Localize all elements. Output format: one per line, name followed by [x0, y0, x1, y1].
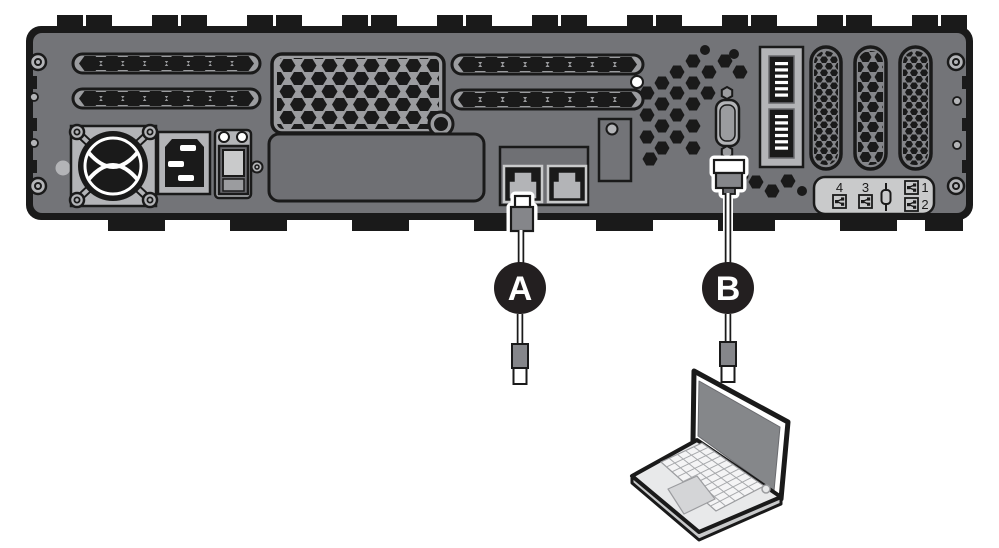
lan-port-icon — [858, 194, 873, 209]
fan-screws — [68, 123, 159, 209]
io-port-2 — [768, 108, 795, 159]
fan-assembly — [68, 123, 159, 209]
label-1: 1 — [921, 180, 928, 195]
callout-badge-a: A — [494, 262, 546, 314]
callout-a-label: A — [508, 270, 533, 308]
vent-slot — [71, 87, 262, 110]
slot-cover-2 — [853, 45, 888, 171]
slot-cover-3 — [898, 45, 933, 171]
chassis-screws — [28, 52, 966, 196]
power-switch — [213, 128, 264, 200]
label-3: 3 — [862, 180, 869, 195]
blank-panel — [267, 132, 486, 203]
serial-connector-b — [712, 158, 746, 195]
cable-b-end — [719, 314, 737, 383]
rj45-jack-icon — [552, 171, 582, 200]
lan-port-icon — [832, 194, 847, 209]
rj45-plug-a — [509, 194, 535, 233]
vent-slots — [71, 52, 645, 111]
vent-slot — [450, 53, 645, 76]
bracket-plate — [597, 117, 633, 183]
lan-port-icon — [904, 180, 919, 195]
io-port-1 — [768, 55, 795, 104]
fan-icon — [78, 131, 148, 201]
ac-inlet — [156, 130, 212, 196]
fuse-icon — [880, 183, 892, 211]
vent-slot — [450, 88, 645, 111]
label-4: 4 — [836, 180, 843, 195]
laptop-touchpad — [667, 475, 716, 515]
lan-port-icon — [904, 197, 919, 212]
callout-b-label: B — [716, 270, 741, 308]
laptop-power-button — [761, 484, 771, 494]
slot-covers — [809, 45, 933, 171]
ac-inlet-icon — [165, 139, 204, 187]
laptop — [630, 368, 791, 542]
vent-slot — [71, 52, 262, 75]
laptop-key-cols — [666, 446, 759, 507]
rocker-switch-icon — [217, 144, 250, 196]
serial-port — [714, 86, 741, 159]
cable-a: A — [494, 191, 546, 385]
label-2: 2 — [921, 197, 928, 212]
io-plate — [758, 45, 805, 169]
cable-b: B — [702, 155, 754, 383]
hex-vent-panel — [270, 52, 455, 138]
slot-cover-1 — [809, 45, 843, 171]
vent-slot-dot — [630, 75, 644, 89]
ethernet-port-2 — [546, 164, 588, 204]
callout-badge-b: B — [702, 262, 754, 314]
switch-screw — [250, 160, 264, 174]
port-label-plate: 4 3 1 2 — [812, 175, 936, 216]
cable-a-end — [511, 314, 529, 385]
